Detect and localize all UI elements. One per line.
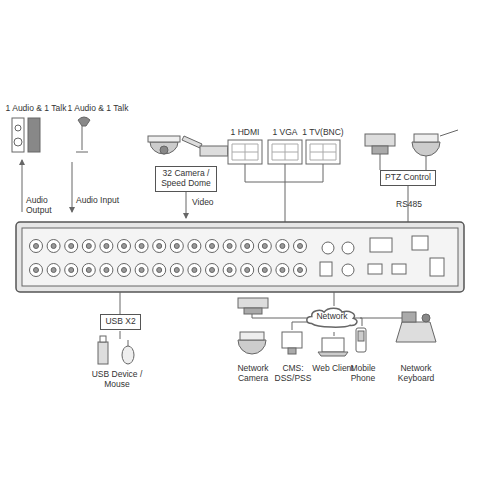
device-label: 1 Audio & 1 Talk — [2, 104, 70, 114]
device-label: 1 HDMI — [222, 128, 268, 138]
device-label: 1 TV(BNC) — [298, 128, 348, 138]
device-label: USB Device / Mouse — [84, 370, 150, 390]
box-text: 32 Camera / Speed Dome — [160, 169, 212, 189]
device-label: RS485 — [396, 200, 436, 210]
device-label: Video — [192, 198, 232, 208]
device-label: Network Keyboard — [384, 364, 448, 384]
device-label: 1 Audio & 1 Talk — [64, 104, 132, 114]
device-label: Audio Output — [26, 196, 72, 216]
box-text: USB X2 — [105, 317, 136, 327]
network-cloud: Network — [304, 306, 360, 328]
box-text: Network — [316, 312, 348, 322]
device-label: Audio Input — [76, 196, 136, 206]
label-box: 32 Camera / Speed Dome — [155, 166, 217, 192]
label-box: PTZ Control — [380, 170, 436, 186]
device-label: CMS: DSS/PSS — [268, 364, 318, 384]
device-label: Mobile Phone — [343, 364, 383, 384]
box-text: PTZ Control — [385, 173, 431, 183]
device-label: 1 VGA — [262, 128, 308, 138]
label-box: USB X2 — [100, 314, 141, 330]
device-label: Web Client — [310, 364, 356, 374]
device-label: Network Camera — [226, 364, 280, 384]
